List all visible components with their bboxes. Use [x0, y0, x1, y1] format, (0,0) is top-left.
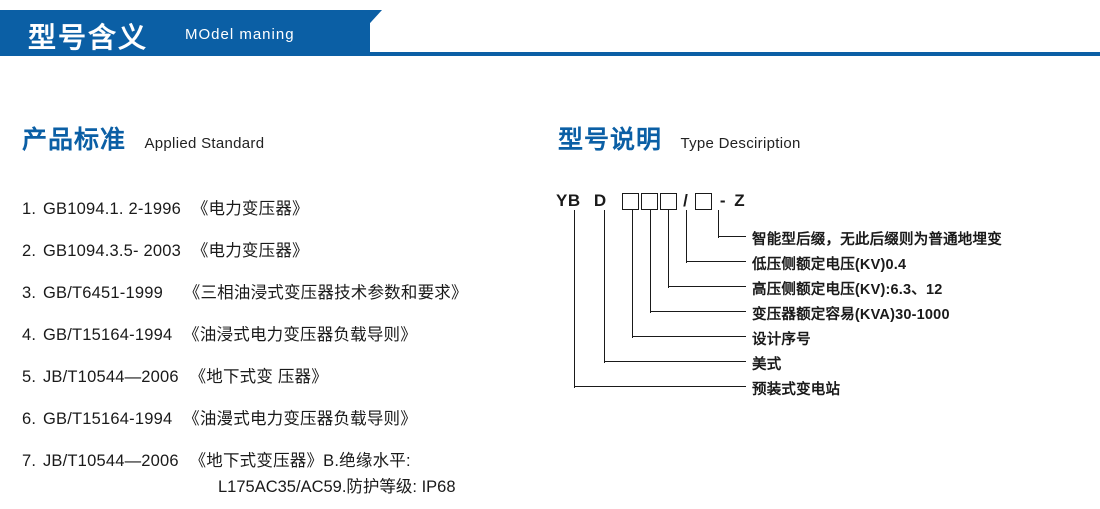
- standard-code: GB1094.3.5- 2003: [42, 242, 182, 260]
- standard-code: GB1094.1. 2-1996: [42, 200, 182, 218]
- leader-horizontal-3: [668, 286, 746, 288]
- standard-number: 7.: [22, 452, 37, 470]
- banner-background: [0, 10, 370, 56]
- code-box-3: [659, 192, 677, 210]
- banner-slant-decoration: [340, 10, 382, 56]
- code-box-1: [621, 192, 639, 210]
- leader-horizontal-4: [650, 311, 746, 313]
- leader-horizontal-6: [604, 361, 746, 363]
- leader-vertical-1: [718, 210, 720, 238]
- page-header-banner: 型号含义 MOdel maning: [0, 10, 1100, 56]
- type-label-smart-suffix: 智能型后缀，无此后缀则为普通地埋变: [752, 232, 1002, 248]
- standard-continuation-line: L175AC35/AC59.防护等级: IP68: [218, 478, 456, 496]
- standard-title: 《油漫式电力变压器负载导则》: [183, 410, 417, 428]
- list-item: 6. GB/T15164-1994 《油漫式电力变压器负载导则》: [22, 405, 542, 429]
- type-description-heading: 型号说明 Type Desciription: [558, 120, 801, 156]
- type-label-design-serial: 设计序号: [752, 332, 811, 348]
- leader-vertical-5: [632, 210, 634, 338]
- leader-horizontal-1: [718, 236, 746, 238]
- leader-vertical-4: [650, 210, 652, 313]
- list-item: 1. GB1094.1. 2-1996 《电力变压器》: [22, 195, 542, 219]
- applied-standard-heading-cn: 产品标准: [22, 126, 127, 154]
- applied-standard-heading: 产品标准 Applied Standard: [22, 120, 264, 156]
- standard-code: GB/T15164-1994: [42, 410, 173, 428]
- type-label-hv-rated-voltage: 高压侧额定电压(KV):6.3、12: [752, 282, 943, 298]
- list-item: 4. GB/T15164-1994 《油浸式电力变压器负载导则》: [22, 321, 542, 345]
- type-label-american-style: 美式: [752, 357, 782, 373]
- leader-horizontal-5: [632, 336, 746, 338]
- leader-vertical-3: [668, 210, 670, 288]
- list-item: 7. JB/T10544—2006 《地下式变压器》B.绝缘水平:: [22, 447, 542, 471]
- standard-title: 《三相油浸式变压器技术参数和要求》: [183, 284, 468, 302]
- type-label-lv-rated-voltage: 低压侧额定电压(KV)0.4: [752, 257, 907, 273]
- code-box-4: [694, 192, 712, 210]
- applied-standard-heading-en: Applied Standard: [144, 135, 265, 152]
- standard-title: 《油浸式电力变压器负载导则》: [183, 326, 417, 344]
- leader-vertical-6: [604, 210, 606, 363]
- code-dash: -: [719, 190, 726, 210]
- standard-code: GB/T15164-1994: [42, 326, 173, 344]
- standard-code: JB/T10544—2006: [42, 452, 179, 470]
- banner-title-cn: 型号含义: [28, 22, 149, 53]
- type-description-diagram: YB D / - Z 智能型后缀，无此后缀则为普通地埋变 低压侧额定电压(KV)…: [556, 190, 1096, 450]
- standard-number: 1.: [22, 200, 37, 218]
- type-code-string: YB D / - Z: [556, 190, 745, 211]
- list-item: 3. GB/T6451-1999 《三相油浸式变压器技术参数和要求》: [22, 279, 542, 303]
- banner-underline: [370, 52, 1100, 56]
- list-item: 5. JB/T10544—2006 《地下式变 压器》: [22, 363, 542, 387]
- standard-title: 《电力变压器》: [191, 200, 309, 218]
- leader-horizontal-7: [574, 386, 746, 388]
- standard-number: 2.: [22, 242, 37, 260]
- standard-title: 《地下式变压器》B.绝缘水平:: [189, 452, 411, 470]
- standard-title: 《电力变压器》: [191, 242, 309, 260]
- leader-horizontal-2: [686, 261, 746, 263]
- standard-code: JB/T10544—2006: [42, 368, 179, 386]
- standard-code: GB/T6451-1999: [42, 284, 163, 302]
- type-label-rated-capacity: 变压器额定容易(KVA)30-1000: [752, 307, 950, 323]
- code-second: D: [593, 190, 607, 210]
- list-item: 2. GB1094.3.5- 2003 《电力变压器》: [22, 237, 542, 261]
- code-suffix: Z: [734, 190, 746, 210]
- standard-number: 4.: [22, 326, 37, 344]
- type-description-heading-cn: 型号说明: [558, 126, 663, 154]
- type-label-prefab-substation: 预装式变电站: [752, 382, 841, 398]
- leader-vertical-7: [574, 210, 576, 388]
- code-prefix: YB: [556, 190, 581, 210]
- leader-vertical-2: [686, 210, 688, 263]
- standard-number: 5.: [22, 368, 37, 386]
- code-box-2: [640, 192, 658, 210]
- standard-number: 6.: [22, 410, 37, 428]
- standard-title: 《地下式变 压器》: [189, 368, 328, 386]
- code-slash: /: [683, 190, 689, 210]
- banner-title-en: MOdel maning: [185, 26, 295, 43]
- standards-list: 1. GB1094.1. 2-1996 《电力变压器》 2. GB1094.3.…: [22, 195, 542, 497]
- standard-number: 3.: [22, 284, 37, 302]
- type-description-heading-en: Type Desciription: [680, 135, 801, 152]
